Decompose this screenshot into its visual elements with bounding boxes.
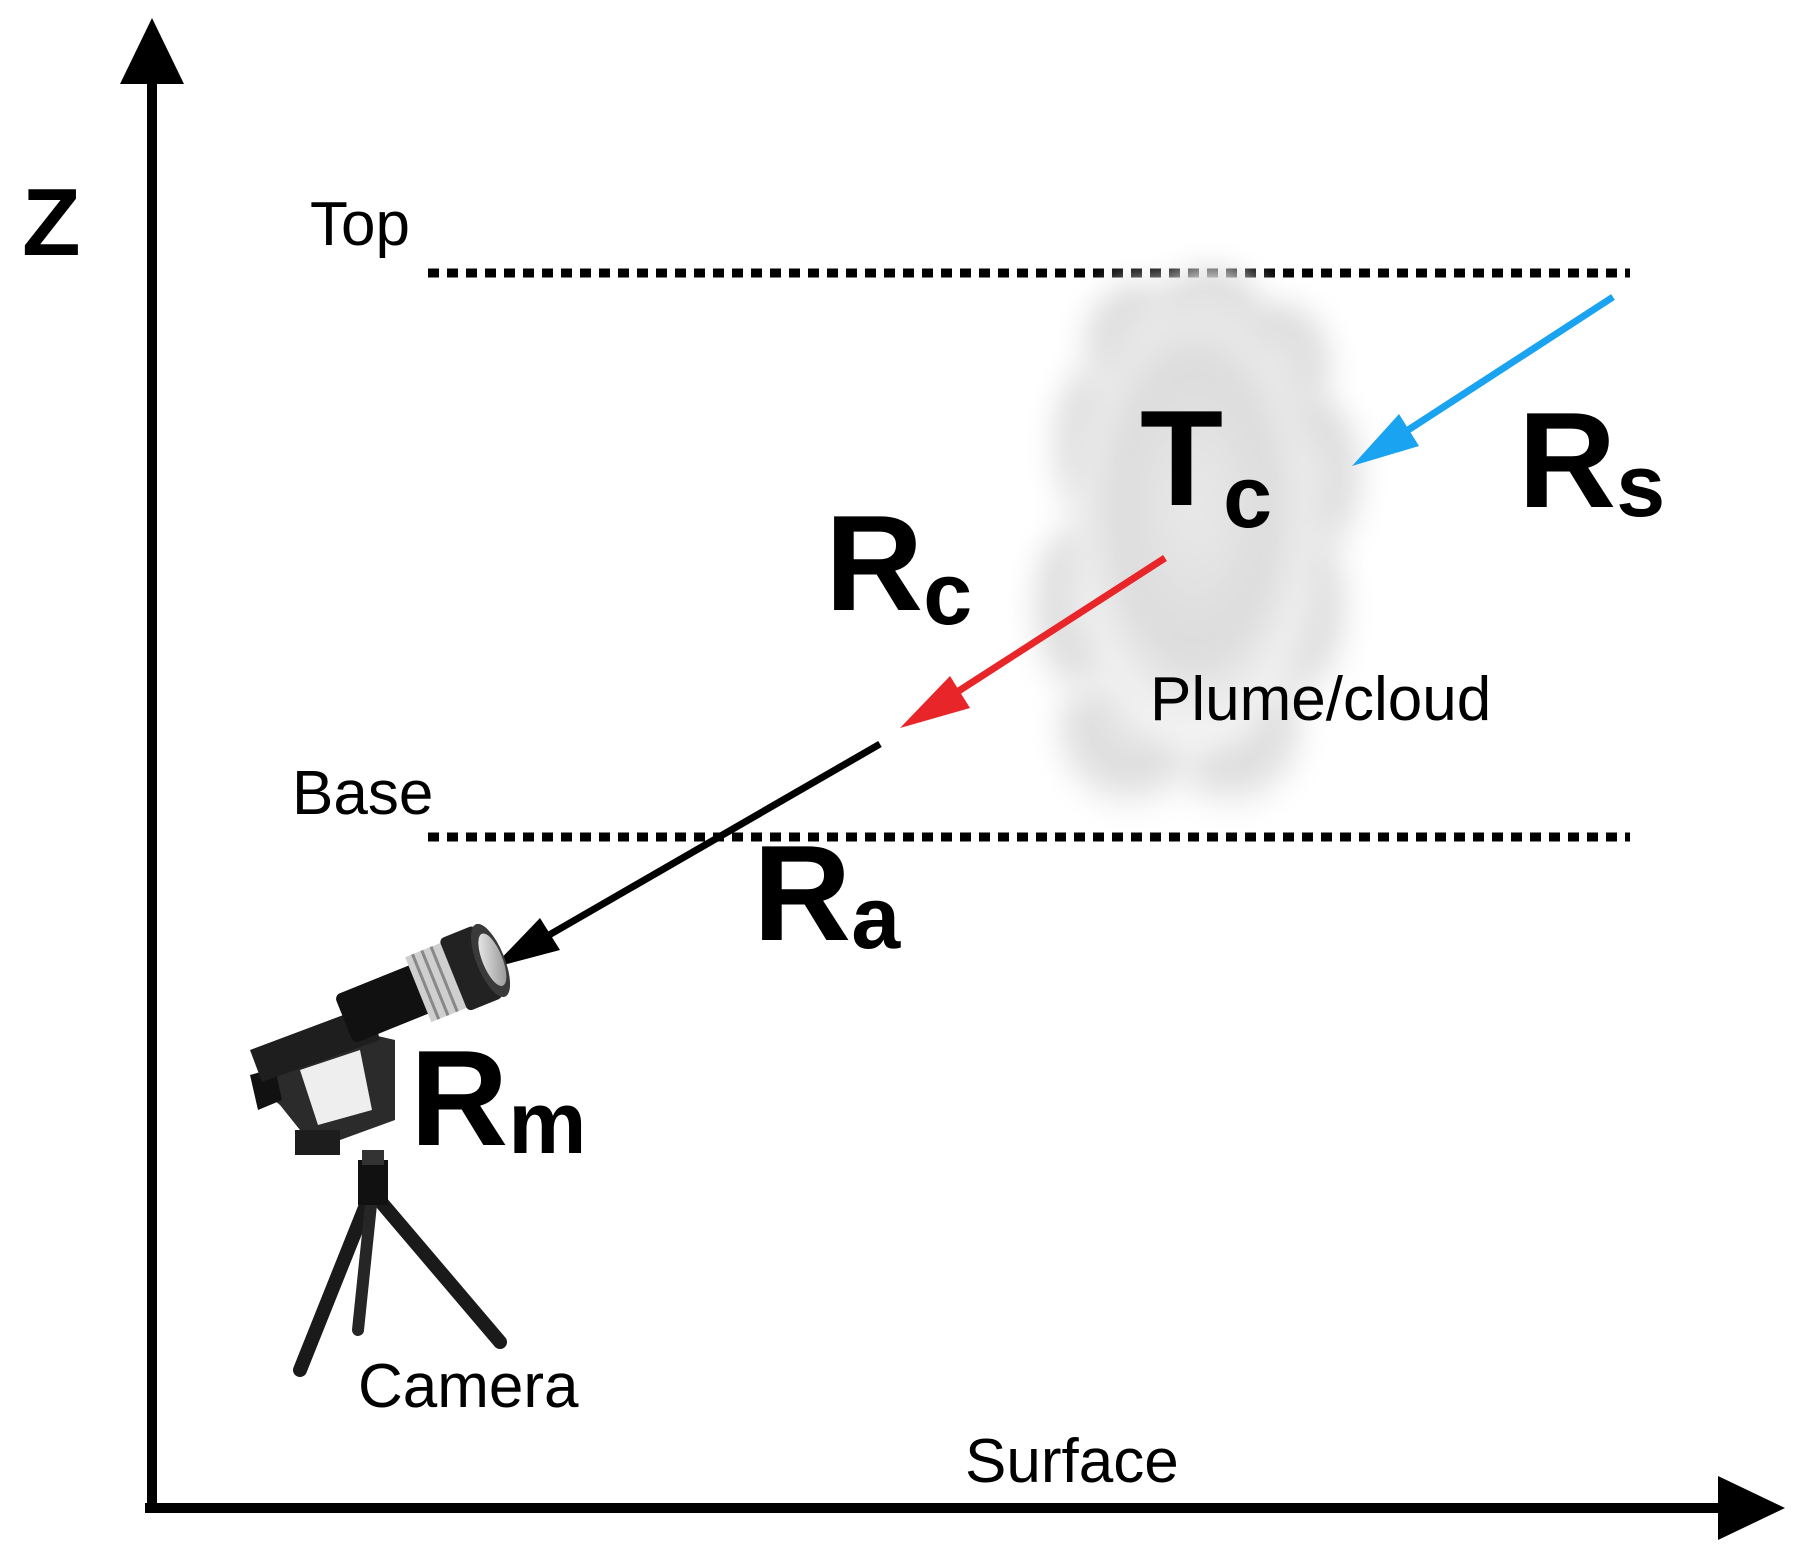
z-axis-label: Z [22,169,81,276]
measured-radiance-label: Rm [410,1022,586,1174]
axes [120,18,1785,1540]
cloud-icon [1030,265,1365,810]
camera-label: Camera [358,1352,579,1421]
cloud-temperature-main: T [1140,382,1223,534]
surface-label: Surface [965,1427,1179,1496]
measured-radiance-main: R [410,1022,508,1174]
cloud-radiance-label: Rc [825,487,972,643]
cloud-temperature-sub: c [1223,447,1272,546]
atmosphere-radiance-main: R [753,817,851,969]
atmosphere-radiance-sub: a [851,868,901,967]
cloud-radiance-arrow [900,555,1167,728]
plume-label: Plume/cloud [1150,665,1491,734]
solar-radiance-arrow [1352,294,1615,466]
atmosphere-radiance-label: Ra [753,817,901,969]
z-axis-arrowhead [120,18,184,84]
top-level-label: Top [310,190,410,259]
solar-radiance-label: Rs [1518,384,1665,536]
atmosphere-radiance-arrow [492,740,882,968]
cloud-radiance-sub: c [923,544,972,643]
base-level-label: Base [292,759,433,828]
surface-axis-arrowhead [1718,1476,1785,1540]
measured-radiance-sub: m [508,1073,586,1172]
cloud-temperature-label: Tc [1140,382,1272,546]
cloud-radiance-main: R [825,487,923,639]
solar-radiance-sub: s [1616,436,1665,535]
solar-radiance-main: R [1518,384,1616,536]
camera-on-tripod-icon [250,923,511,1377]
